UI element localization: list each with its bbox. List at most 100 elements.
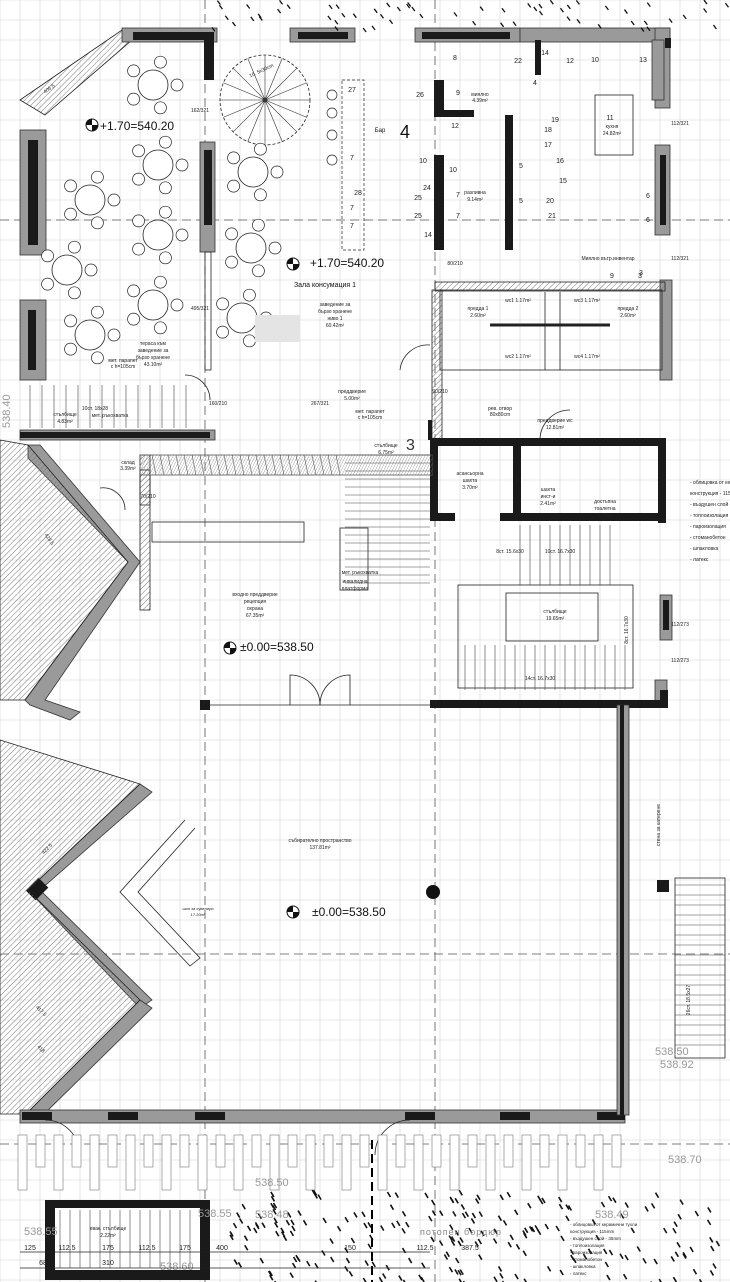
room-label: шоп за сувенири	[182, 906, 213, 911]
paving-slab	[521, 1134, 532, 1191]
stair-label: 26ст. 18.5x27	[686, 985, 692, 1016]
screen-slat	[303, 454, 309, 476]
leaf	[353, 1212, 358, 1218]
equipment-number: 18	[544, 127, 552, 134]
paving-slab	[215, 1134, 226, 1168]
paving-slab	[539, 1134, 550, 1168]
chair	[252, 218, 265, 232]
equipment-number: 19	[551, 117, 559, 124]
leaf	[709, 1236, 714, 1243]
leaf	[591, 1219, 597, 1225]
leaf	[322, 1217, 327, 1224]
dimension: 112.5	[417, 1245, 434, 1252]
leaf	[321, 1250, 326, 1256]
screen-slat	[183, 454, 189, 476]
leaf	[243, 1235, 249, 1242]
room-label: бързо хранене	[318, 309, 352, 315]
dimension: 310	[102, 1260, 114, 1267]
leaf	[471, 1212, 477, 1219]
leaf	[644, 1205, 649, 1212]
leaf	[479, 6, 484, 12]
paving-slab	[557, 1134, 568, 1191]
leaf	[501, 7, 506, 13]
leaf	[279, 0, 284, 5]
leaf	[623, 9, 628, 14]
chair	[41, 249, 54, 263]
chair	[175, 158, 189, 172]
leaf	[476, 1194, 481, 1201]
note: с h=105cm	[358, 415, 383, 421]
paving-slab	[377, 1134, 388, 1191]
leaf	[216, 0, 221, 6]
level-marker-fill	[287, 906, 299, 918]
room-label: заведение за	[320, 302, 351, 308]
leaf	[236, 1212, 241, 1218]
leaf	[386, 1191, 392, 1198]
chair	[225, 255, 238, 269]
chair	[252, 264, 265, 278]
table	[142, 219, 174, 251]
leaf	[715, 1240, 721, 1247]
paving-slab	[287, 1134, 298, 1168]
leaf	[396, 1220, 401, 1227]
elevation: 538.55	[198, 1208, 232, 1220]
leaf	[362, 27, 367, 33]
leaf	[341, 12, 346, 18]
screen-slat	[207, 454, 213, 476]
leaf	[549, 0, 554, 5]
opening-tag: 112/321	[671, 256, 689, 262]
leaf	[492, 1238, 498, 1244]
leaf	[259, 1257, 264, 1264]
stair-label: 16. 5x30cm	[249, 63, 275, 79]
screen-slat	[159, 454, 165, 476]
spiral-step	[264, 99, 307, 118]
leaf	[224, 15, 229, 21]
leaf	[439, 1210, 444, 1217]
dimension: 175	[102, 1245, 114, 1252]
leaf	[527, 1202, 532, 1209]
leaf	[500, 22, 505, 28]
leaf	[449, 1224, 454, 1231]
stair-label: 10ст. 18x28	[82, 406, 108, 412]
leaf	[694, 1210, 699, 1217]
wall-layers-legend: - облицовка от керамични тухликонструкци…	[570, 1222, 638, 1276]
room-label: склад	[121, 460, 134, 466]
level-terrace: +1.70=540.20	[100, 119, 174, 133]
chair	[41, 277, 54, 291]
leaf	[449, 1197, 455, 1204]
screen-slat	[287, 454, 293, 476]
labels: +1.70=540.20 +1.70=540.20 ±0.00=538.50 ±…	[1, 50, 730, 1276]
chair	[127, 312, 140, 326]
screen-slat	[167, 454, 173, 476]
leaf	[314, 1262, 319, 1269]
leaf	[402, 1279, 406, 1282]
equipment-number: 10	[419, 158, 427, 165]
leaf	[461, 1212, 467, 1219]
leaf	[672, 1227, 677, 1234]
leaf	[421, 1262, 426, 1269]
chair	[64, 207, 77, 221]
dimension: 387.5	[461, 1245, 479, 1252]
opening-tag: 160/210	[209, 401, 227, 407]
leaf	[428, 1215, 433, 1222]
paving-slab	[575, 1134, 586, 1168]
room-label: Бар	[375, 128, 386, 134]
bar-counter	[341, 79, 365, 251]
wall-layers-legend: - облицовка от керамични тухликонструкци…	[690, 480, 730, 563]
legend-item: - стоманобетон	[570, 1257, 602, 1262]
leaf	[559, 7, 565, 13]
leaf	[582, 1253, 588, 1260]
leaf	[576, 19, 581, 24]
leaf	[455, 1257, 460, 1264]
leaf	[706, 1219, 712, 1226]
leaf	[650, 1202, 656, 1209]
room-label: заведение за	[138, 348, 169, 354]
leaf	[418, 1274, 423, 1281]
leaf	[497, 1266, 503, 1272]
leaf	[306, 1260, 311, 1267]
leaf	[566, 16, 571, 22]
leaf	[555, 1225, 560, 1232]
room-hall-title: Зала консумация 1	[294, 282, 356, 289]
leaf	[363, 1222, 368, 1229]
paving-slab	[125, 1134, 136, 1191]
